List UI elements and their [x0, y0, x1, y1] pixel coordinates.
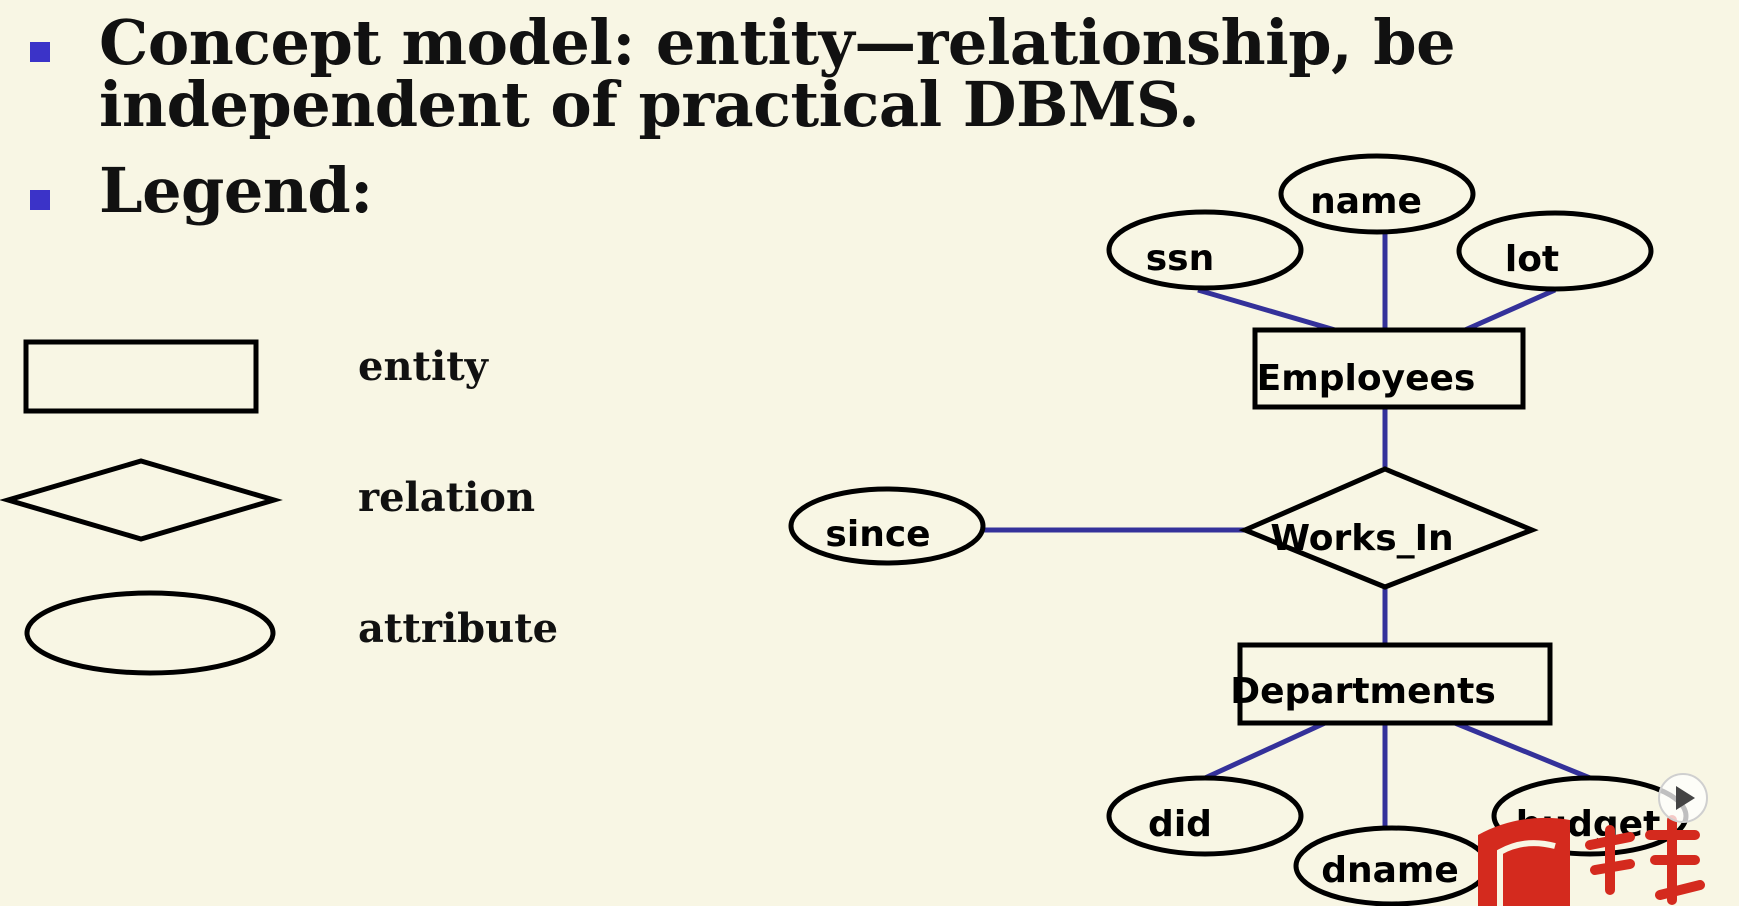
entity-employees-rectangle: [1252, 327, 1526, 410]
legend-entity-rectangle: [23, 339, 259, 414]
bullet-text-legend: Legend:: [99, 154, 373, 227]
connector-departments-budget: [1454, 720, 1591, 781]
relationship-worksin-label: Works_In: [1270, 518, 1453, 559]
bullet-text-concept-model: Concept model: entity—relationship, be i…: [99, 6, 1456, 141]
legend-relation-diamond: [0, 458, 283, 542]
attribute-ssn-ellipse: [1106, 209, 1304, 291]
legend-shapes: [0, 339, 283, 676]
bullet-square-icon: [30, 190, 50, 210]
connector-departments-did: [1203, 720, 1327, 781]
attribute-dname-label: dname: [1321, 850, 1459, 891]
connector-lot-employees: [1463, 287, 1557, 333]
legend-label-attribute: attribute: [358, 605, 559, 652]
bullet-item-concept-model: Concept model: entity—relationship, be i…: [30, 12, 1549, 136]
attribute-lot-ellipse: [1456, 210, 1654, 292]
play-badge[interactable]: [1658, 773, 1708, 823]
entity-departments-rectangle: [1237, 642, 1553, 726]
watermark-logo: [1478, 815, 1705, 906]
watermark-logo-glyphs: [1585, 815, 1705, 905]
attribute-ssn-label: ssn: [1146, 238, 1214, 279]
er-connectors: [984, 232, 1591, 826]
entity-employees-label: Employees: [1257, 358, 1476, 399]
relationship-worksin-diamond: [1238, 466, 1539, 590]
play-icon: [1676, 786, 1695, 810]
watermark-logo-mark: [1478, 817, 1570, 906]
attribute-did-ellipse: [1106, 775, 1304, 857]
attribute-lot-label: lot: [1505, 239, 1559, 280]
attribute-did-label: did: [1148, 804, 1212, 845]
legend-attribute-ellipse: [24, 590, 276, 676]
attribute-since-ellipse: [788, 486, 986, 566]
attribute-since-label: since: [825, 514, 930, 555]
attribute-name-label: name: [1310, 181, 1422, 222]
bullet-square-icon: [30, 42, 50, 62]
legend-label-relation: relation: [358, 474, 536, 521]
entity-departments-label: Departments: [1230, 671, 1496, 712]
attribute-name-ellipse: [1278, 153, 1476, 235]
legend-label-entity: entity: [358, 343, 488, 390]
connector-ssn-employees: [1197, 287, 1336, 333]
bullet-item-legend: Legend:: [30, 160, 373, 222]
